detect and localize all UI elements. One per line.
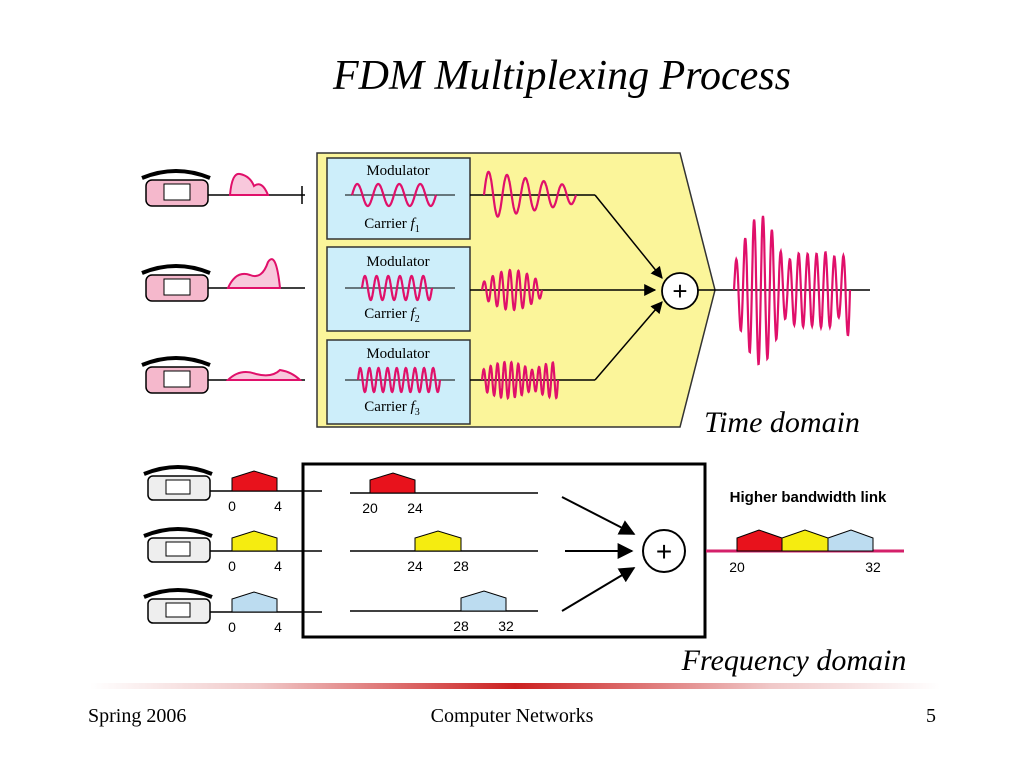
time-domain-label: Time domain xyxy=(704,406,860,439)
footer-course: Computer Networks xyxy=(430,705,594,727)
band-high-label: 4 xyxy=(274,619,282,635)
baseband-signal xyxy=(226,258,282,289)
carrier-wave xyxy=(360,274,434,302)
carrier-label: Carrier f1 xyxy=(364,216,419,235)
carrier-label: Carrier f2 xyxy=(364,306,419,325)
adder-symbol: + xyxy=(672,276,687,306)
modulator-label: Modulator xyxy=(366,163,429,179)
footer-page-number: 5 xyxy=(926,705,936,727)
output-spectrum xyxy=(781,529,829,552)
slide-title: FDM Multiplexing Process xyxy=(332,53,791,99)
modulator-label: Modulator xyxy=(366,254,429,270)
band-low-label: 0 xyxy=(228,558,236,574)
shifted-spectrum xyxy=(414,530,462,552)
link-low-label: 20 xyxy=(729,559,745,575)
shifted-spectrum xyxy=(369,472,416,494)
band-high-label: 24 xyxy=(407,500,423,516)
output-spectrum xyxy=(736,529,783,552)
band-high-label: 4 xyxy=(274,498,282,514)
band-high-label: 32 xyxy=(498,618,514,634)
band-low-label: 24 xyxy=(407,558,423,574)
band-high-label: 4 xyxy=(274,558,282,574)
footer-divider xyxy=(90,683,940,689)
band-low-label: 28 xyxy=(453,618,469,634)
modulated-signal xyxy=(482,170,578,218)
baseband-spectrum xyxy=(231,470,278,492)
carrier-wave xyxy=(356,366,442,394)
adder-circle xyxy=(661,272,699,310)
baseband-spectrum xyxy=(231,530,278,552)
modulator-label: Modulator xyxy=(366,346,429,362)
modulator-box xyxy=(326,246,471,332)
link-label: Higher bandwidth link xyxy=(730,489,887,506)
adder-circle xyxy=(642,529,686,573)
telephone-icon xyxy=(143,527,213,563)
carrier-wave xyxy=(350,182,438,208)
band-low-label: 20 xyxy=(362,500,378,516)
shifted-spectrum xyxy=(460,590,507,612)
telephone-icon xyxy=(141,356,211,394)
modulated-signal xyxy=(480,360,560,401)
telephone-icon xyxy=(143,465,213,501)
frequency-domain-label: Frequency domain xyxy=(681,644,907,677)
modulator-box xyxy=(326,157,471,240)
modulated-signal xyxy=(480,268,544,312)
band-high-label: 28 xyxy=(453,558,469,574)
telephone-icon xyxy=(141,169,211,207)
baseband-spectrum xyxy=(231,591,278,613)
adder-symbol: + xyxy=(656,536,672,567)
baseband-signal xyxy=(225,368,303,381)
output-spectrum xyxy=(827,529,874,552)
band-low-label: 0 xyxy=(228,498,236,514)
composite-signal xyxy=(732,215,852,366)
carrier-label: Carrier f3 xyxy=(364,399,419,418)
link-high-label: 32 xyxy=(865,559,881,575)
telephone-icon xyxy=(143,588,213,624)
baseband-signal xyxy=(228,172,270,196)
footer-date: Spring 2006 xyxy=(88,705,187,727)
telephone-icon xyxy=(141,264,211,302)
band-low-label: 0 xyxy=(228,619,236,635)
